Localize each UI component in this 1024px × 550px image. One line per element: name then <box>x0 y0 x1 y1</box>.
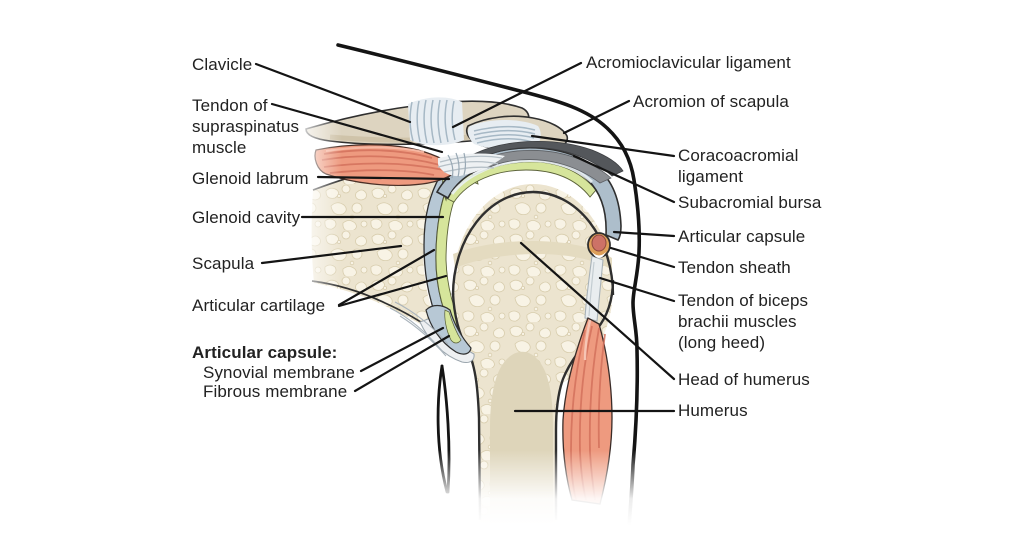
label-articular-capsule: Articular capsule <box>678 227 806 246</box>
leader-lines <box>254 61 676 413</box>
supraspinatus-tendon <box>437 152 505 179</box>
subacromial-bursa <box>473 141 624 184</box>
label-acromion-of-scapula: Acromion of scapula <box>633 92 789 111</box>
label-scapula: Scapula <box>192 254 255 273</box>
label-articular-cartilage: Articular cartilage <box>192 296 326 315</box>
label-fibrous-membrane: Fibrous membrane <box>203 382 348 401</box>
leader-tendon-sheath <box>609 246 676 269</box>
leader-articular-cartilage-lower <box>337 274 448 308</box>
acromioclavicular-ligament-fibers <box>408 97 464 146</box>
label-tendon-sheath: Tendon sheath <box>678 258 791 277</box>
anatomy-layers <box>305 43 642 545</box>
leader-articular-cartilage-upper <box>337 248 436 307</box>
label-subacromial-bursa: Subacromial bursa <box>678 193 822 212</box>
left-fade <box>288 85 342 355</box>
label-glenoid-cavity: Glenoid cavity <box>192 208 301 227</box>
label-glenoid-labrum: Glenoid labrum <box>192 169 309 188</box>
leader-synovial-membrane <box>359 326 445 373</box>
label-tendon-biceps: Tendon of biceps brachii muscles (long h… <box>678 291 809 352</box>
leader-scapula <box>260 244 403 265</box>
label-clavicle: Clavicle <box>192 55 253 74</box>
label-acromioclavicular-ligament: Acromioclavicular ligament <box>586 53 791 72</box>
leader-acromion <box>562 99 631 135</box>
leader-articular-capsule <box>612 230 676 238</box>
leader-tendon-supraspinatus <box>270 102 444 154</box>
axillary-pouch <box>389 301 475 363</box>
label-head-of-humerus: Head of humerus <box>678 370 810 389</box>
body-silhouette <box>336 43 642 530</box>
leader-tendon-biceps <box>598 276 676 303</box>
bottom-fade <box>400 440 665 550</box>
leader-head-of-humerus <box>519 241 676 381</box>
label-coracoacromial-ligament: Coracoacromial ligament <box>678 146 799 186</box>
leader-coracoacromial-ligament <box>530 134 676 158</box>
label-humerus: Humerus <box>678 401 748 420</box>
leader-clavicle <box>254 62 412 124</box>
label-synovial-membrane: Synovial membrane <box>203 363 355 382</box>
leader-subacromial-bursa <box>572 154 676 204</box>
label-articular-capsule-heading: Articular capsule: <box>192 343 338 362</box>
leader-fibrous-membrane <box>353 334 451 393</box>
tendon-sheath <box>587 232 611 258</box>
epiphyseal-line <box>453 240 612 270</box>
leader-acromioclavicular-ligament <box>451 61 583 129</box>
leader-glenoid-labrum <box>316 175 451 181</box>
label-tendon-supraspinatus: Tendon of supraspinatus muscle <box>192 96 300 157</box>
